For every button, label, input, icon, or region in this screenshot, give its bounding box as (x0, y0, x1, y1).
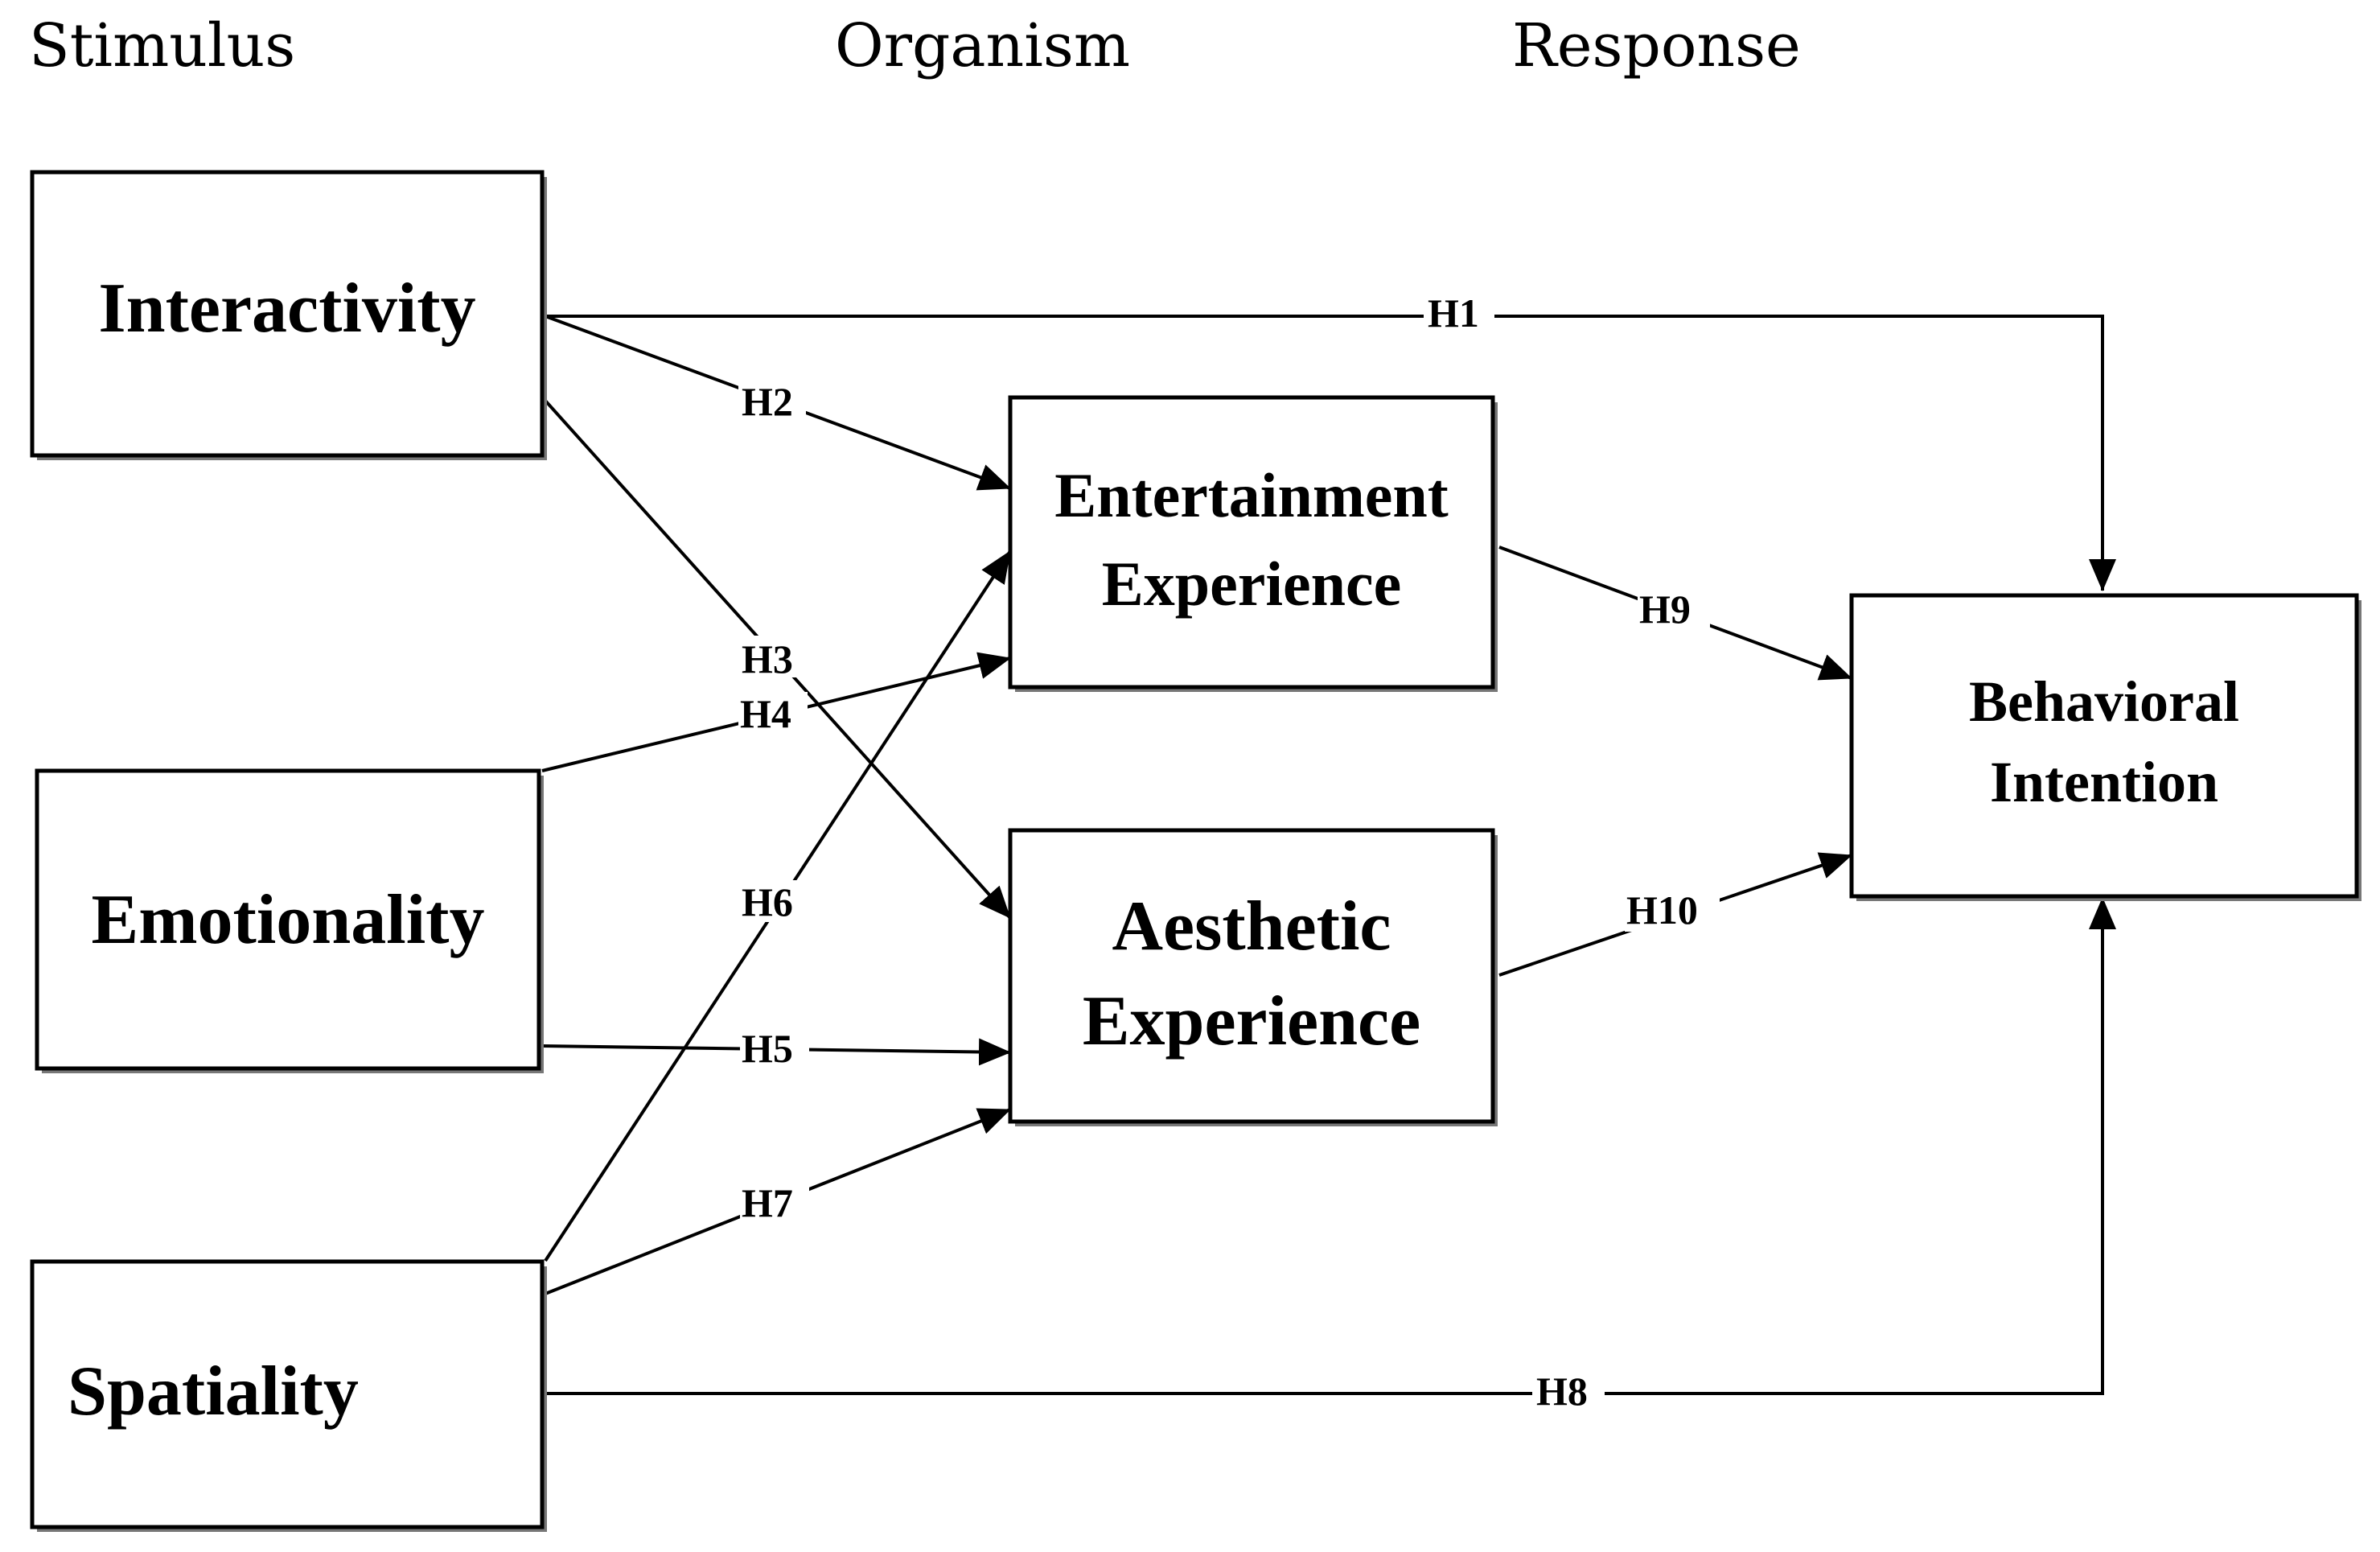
response-header: Response (1512, 11, 1801, 80)
node-behavioral-label-line2: Intention (1990, 750, 2218, 814)
organism-header: Organism (835, 11, 1130, 80)
label-h10: H10 (1626, 887, 1698, 932)
edge-h1 (545, 315, 2116, 591)
node-aesthetic-label-line1: Aesthetic (1112, 887, 1391, 965)
edge-h8 (545, 897, 2116, 1395)
label-h7: H7 (742, 1180, 793, 1225)
node-entertainment-experience: Entertainment Experience (1008, 395, 1498, 692)
node-entertainment-label-line2: Experience (1102, 549, 1402, 619)
label-h4: H4 (740, 691, 791, 736)
edge-labels: H1 H2 H3 H4 H5 H6 H7 H8 H9 H10 (738, 290, 1720, 1414)
label-h5: H5 (742, 1026, 793, 1071)
label-h9: H9 (1639, 587, 1691, 632)
label-h6: H6 (742, 879, 793, 924)
stimulus-header: Stimulus (29, 11, 295, 80)
label-h1: H1 (1428, 290, 1479, 336)
node-behavioral-label-line1: Behavioral (1969, 669, 2239, 734)
node-behavioral-intention: Behavioral Intention (1849, 593, 2362, 901)
node-aesthetic-label-line2: Experience (1083, 982, 1420, 1060)
node-emotionality: Emotionality (35, 768, 544, 1073)
node-interactivity: Interactivity (30, 170, 547, 460)
label-h8: H8 (1536, 1369, 1588, 1414)
node-entertainment-label-line1: Entertainment (1054, 460, 1449, 530)
node-interactivity-label: Interactivity (98, 270, 475, 348)
node-emotionality-label: Emotionality (92, 881, 485, 959)
node-spatiality-label: Spatiality (68, 1352, 359, 1431)
label-h3: H3 (742, 636, 793, 681)
label-h2: H2 (742, 379, 793, 424)
node-spatiality: Spatiality (30, 1259, 547, 1532)
node-aesthetic-experience: Aesthetic Experience (1008, 828, 1498, 1126)
